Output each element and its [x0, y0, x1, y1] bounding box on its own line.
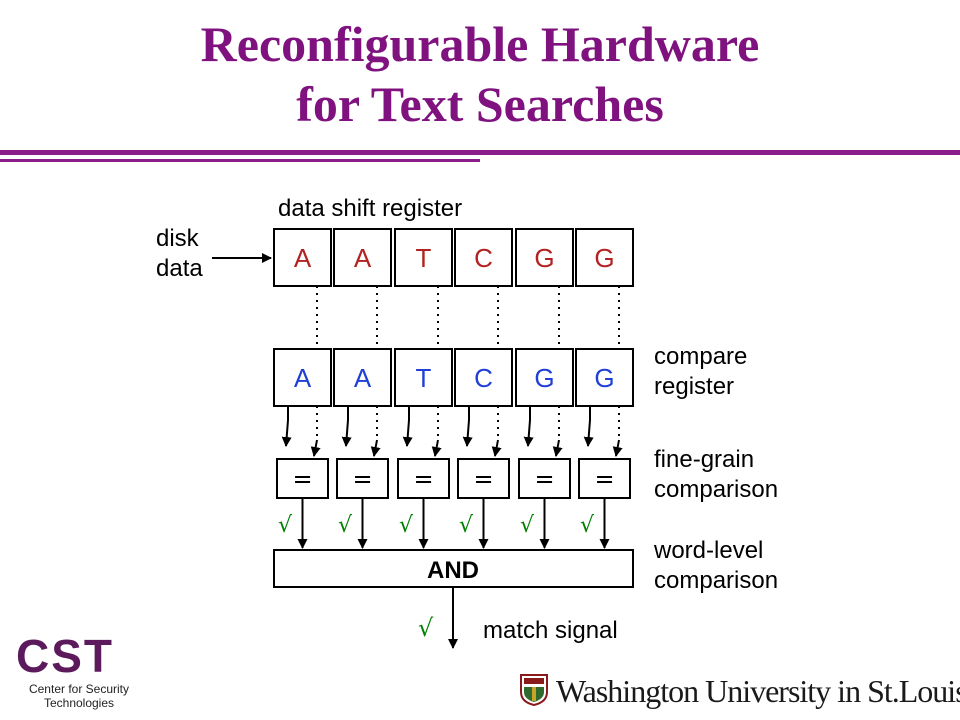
- and-gate-label: AND: [427, 557, 479, 584]
- fine-grain-comparator: [578, 458, 631, 499]
- disk-data-label-line2: data: [156, 255, 203, 282]
- slide-title-line2: for Text Searches: [296, 76, 664, 132]
- data-register-cell: [273, 228, 332, 287]
- data-register-cell: [394, 228, 453, 287]
- shift-register-label: data shift register: [278, 195, 462, 222]
- compare-value-arrow: [402, 406, 413, 447]
- compare-value-arrow: [281, 406, 292, 447]
- equals-symbol: =: [594, 465, 614, 493]
- compare-register-letter: C: [474, 363, 493, 393]
- compare-register-cell: [394, 348, 453, 407]
- check-mark: √: [580, 513, 595, 538]
- compare-value-arrow: [341, 406, 352, 447]
- data-value-arrow: [491, 439, 502, 457]
- check-mark: √: [399, 513, 414, 538]
- equals-symbol: =: [292, 465, 312, 493]
- data-register-letter: C: [474, 243, 493, 273]
- data-value-arrow: [370, 439, 381, 457]
- cst-logo-caption-line2: Technologies: [43, 696, 115, 710]
- title-rule-bottom: [0, 159, 480, 162]
- data-register-letter: A: [294, 243, 312, 273]
- check-mark: √: [338, 513, 353, 538]
- match-signal-label: match signal: [483, 617, 618, 644]
- compare-register-cell: [454, 348, 513, 407]
- disk-data-label-line1: disk: [156, 225, 200, 252]
- compare-register-cell: [333, 348, 392, 407]
- data-value-arrow: [431, 439, 442, 457]
- slide-title-line1: Reconfigurable Hardware: [200, 16, 760, 72]
- word-level-label-line2: comparison: [654, 567, 778, 594]
- data-value-arrow: [552, 439, 563, 457]
- compare-register-letter: T: [416, 363, 432, 393]
- data-register-letter: G: [534, 243, 554, 273]
- compare-register-letter: G: [594, 363, 614, 393]
- data-register-cell: [333, 228, 392, 287]
- data-register-letter: A: [354, 243, 372, 273]
- compare-register-letter: A: [294, 363, 312, 393]
- compare-register-letter: A: [354, 363, 372, 393]
- data-register-cell: [515, 228, 574, 287]
- slide-title: Reconfigurable Hardware for Text Searche…: [0, 14, 960, 134]
- compare-value-arrow: [583, 406, 594, 447]
- match-signal-check: √: [418, 614, 434, 642]
- equals-symbol: =: [534, 465, 554, 493]
- washington-university-logo: Washington University in St.Louis: [520, 672, 960, 712]
- equals-symbol: =: [473, 465, 493, 493]
- register-dotted-links: [316, 286, 620, 349]
- fine-grain-label-line2: comparison: [654, 476, 778, 503]
- fine-grain-comparator: [457, 458, 510, 499]
- fine-grain-comparator: [518, 458, 571, 499]
- compare-register-label-line1: compare: [654, 343, 747, 370]
- compare-register-label-line2: register: [654, 373, 734, 400]
- cst-logo-caption: Center for Security Technologies: [14, 682, 144, 710]
- fine-grain-comparator: [336, 458, 389, 499]
- check-mark: √: [459, 513, 474, 538]
- fine-grain-comparators: = = = = = =: [276, 406, 631, 549]
- comparison-checks: √ √ √ √ √ √: [278, 513, 595, 538]
- equals-symbol: =: [352, 465, 372, 493]
- washington-university-wordmark: Washington University in St.Louis: [556, 673, 960, 709]
- data-register-letter: T: [416, 243, 432, 273]
- fine-grain-label-line1: fine-grain: [654, 446, 754, 473]
- data-register-cell: [575, 228, 634, 287]
- data-value-arrow: [612, 439, 623, 457]
- cst-logo-letters: CST: [16, 630, 114, 682]
- compare-register-letter: G: [534, 363, 554, 393]
- data-register-cell: [454, 228, 513, 287]
- compare-register-cell: [273, 348, 332, 407]
- compare-register-cell: [515, 348, 574, 407]
- compare-register-cell: [575, 348, 634, 407]
- compare-value-arrow: [462, 406, 473, 447]
- cst-logo: CST Center for Security Technologies: [12, 632, 152, 712]
- compare-value-arrow: [523, 406, 534, 447]
- university-shield-icon: [520, 674, 548, 706]
- cst-logo-caption-line1: Center for Security: [28, 682, 130, 696]
- data-register-letter: G: [594, 243, 614, 273]
- word-level-label-line1: word-level: [653, 537, 763, 564]
- equals-symbol: =: [413, 465, 433, 493]
- data-value-arrow: [310, 439, 321, 457]
- title-rule-top: [0, 150, 960, 155]
- check-mark: √: [520, 513, 535, 538]
- check-mark: √: [278, 513, 293, 538]
- fine-grain-comparator: [397, 458, 450, 499]
